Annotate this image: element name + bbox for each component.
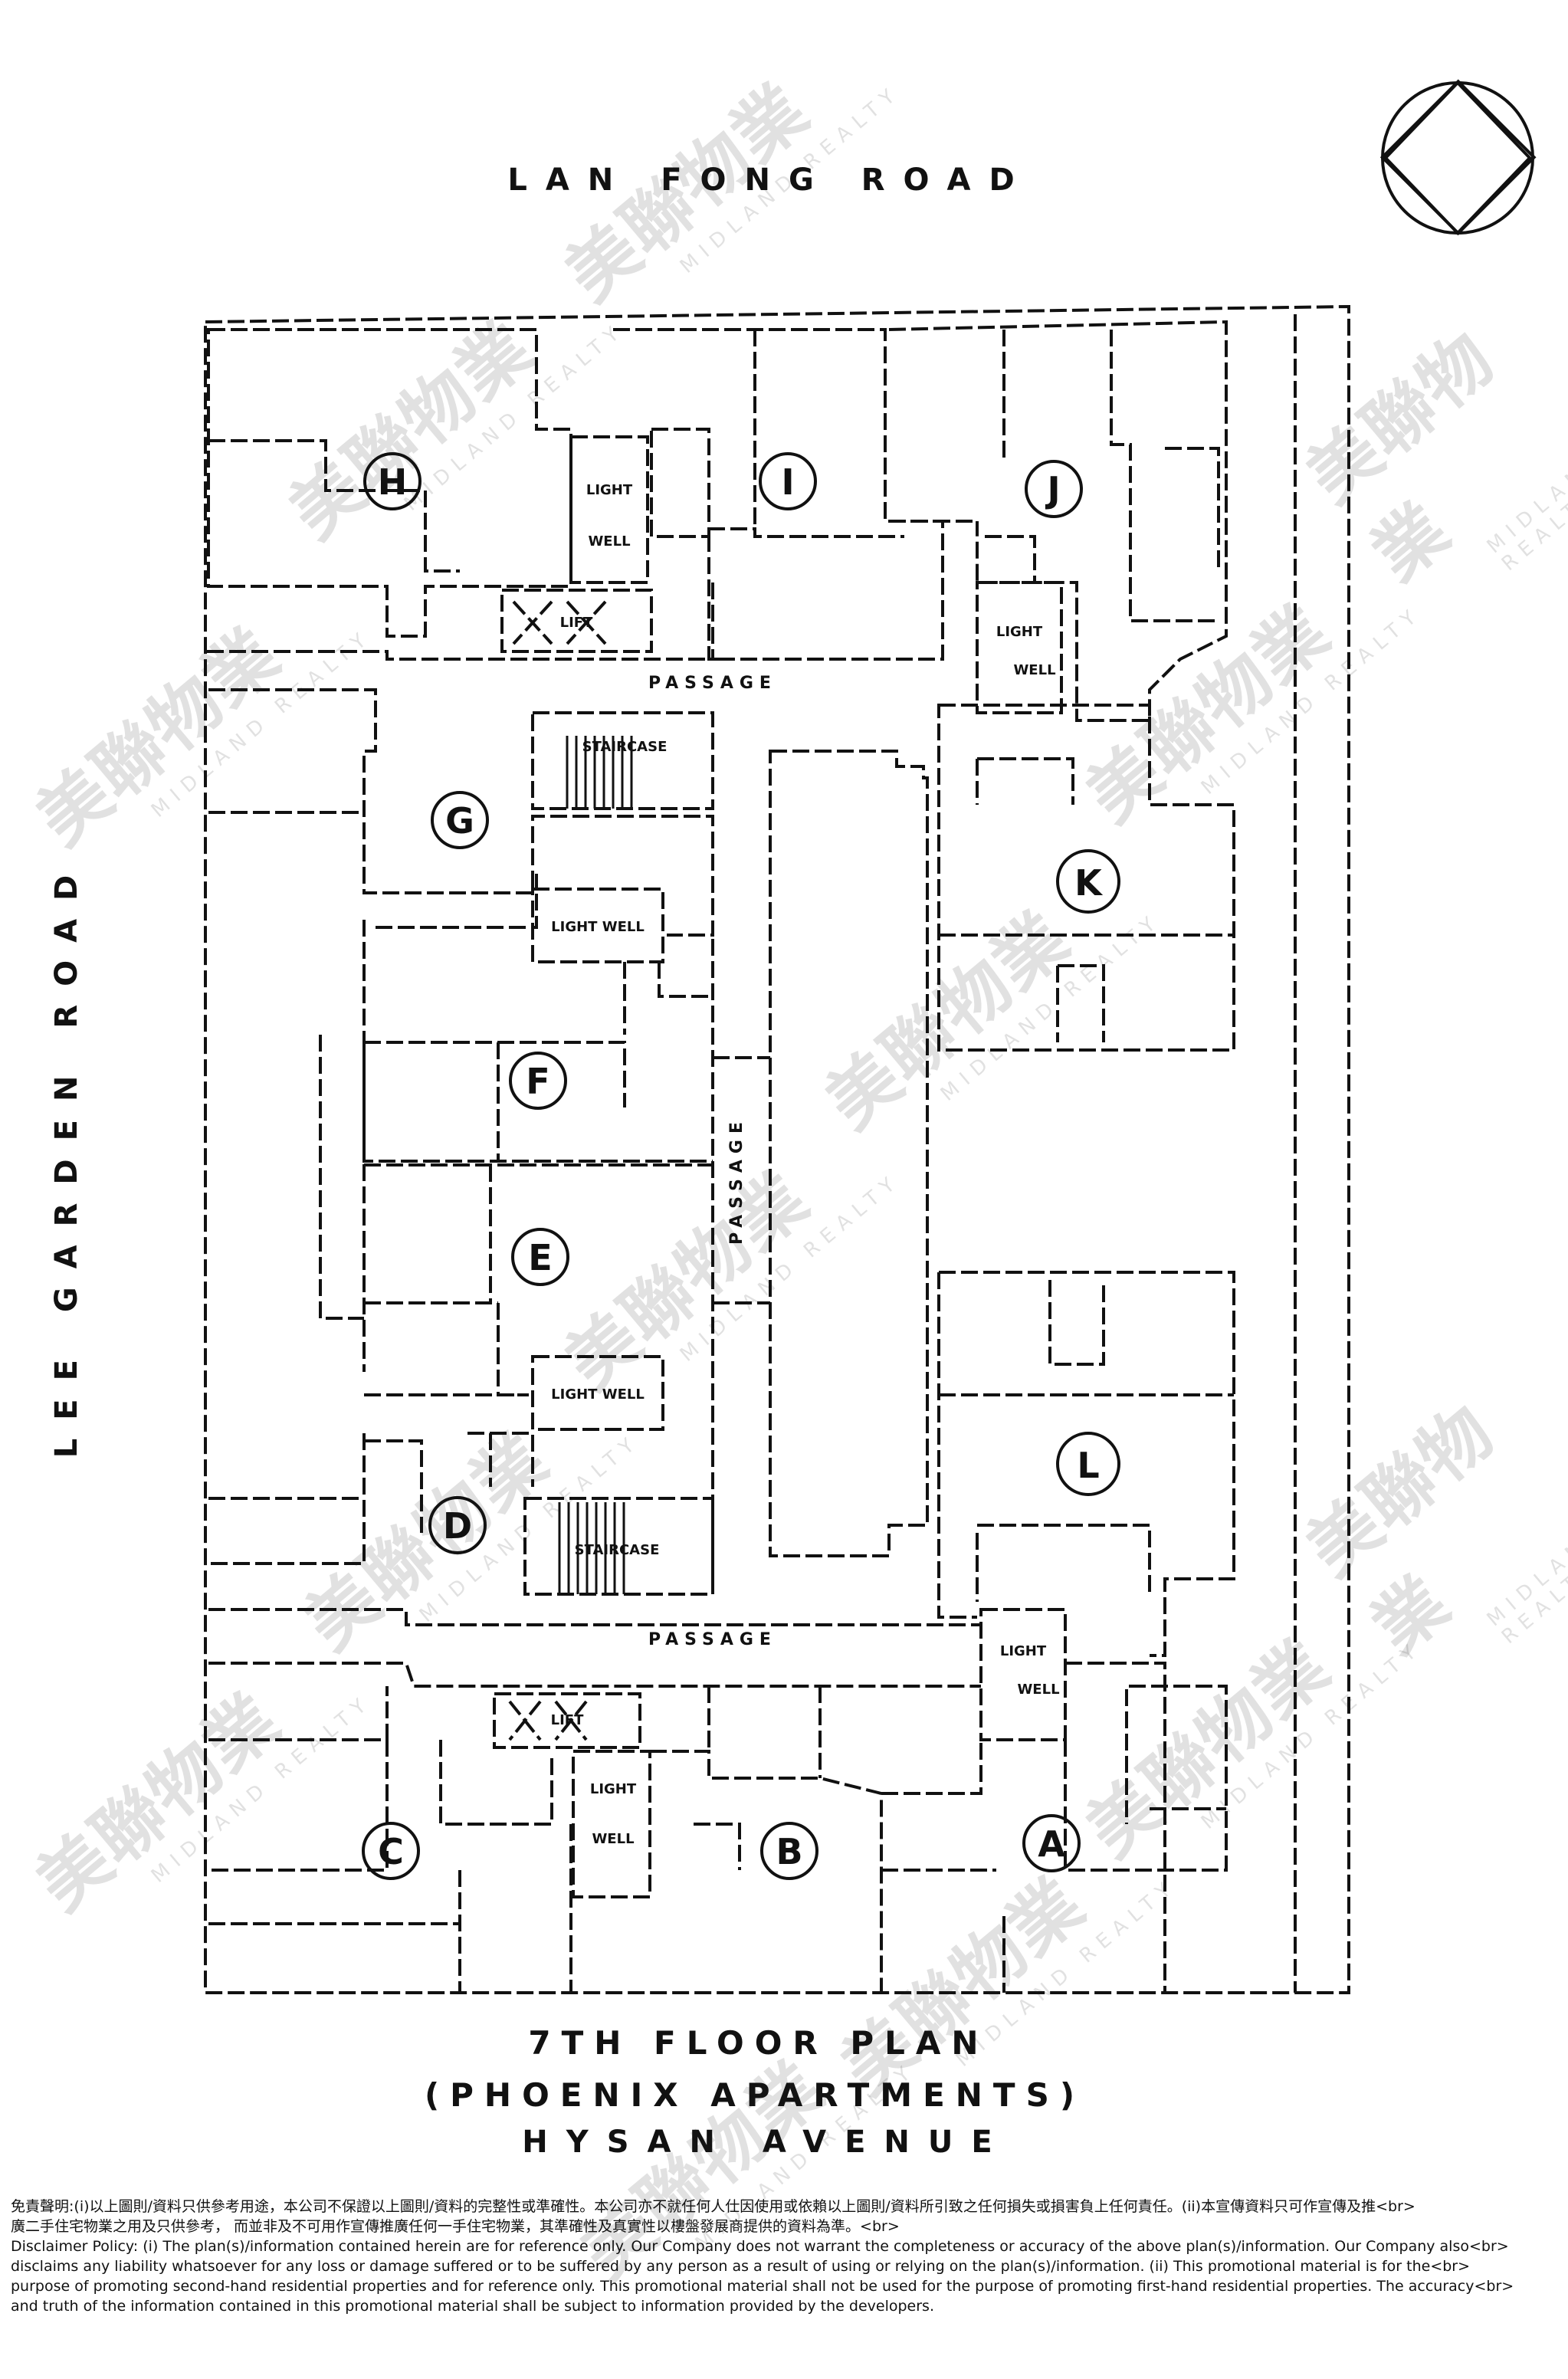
unit-marker-e (511, 1228, 569, 1286)
unit-marker-l (1056, 1432, 1120, 1496)
unit-label-a: A (1038, 1823, 1065, 1865)
light-label-south-1: LIGHT (590, 1781, 637, 1797)
disclaimer-line: Disclaimer Policy: (i) The plan(s)/infor… (11, 2238, 1509, 2255)
light-well-south-2 (979, 1608, 1067, 1741)
unit-label-e: E (528, 1237, 552, 1278)
unit-f-outline (362, 1042, 713, 1163)
compass-icon (1379, 79, 1537, 236)
title-line-1: 7TH FLOOR PLAN (528, 2024, 989, 2062)
disclaimer-line: 廣二手住宅物業之用及只供參考， 而並非及不可用作宣傳推廣任何一手住宅物業，其準確… (11, 2218, 900, 2235)
light-well-south-1 (572, 1750, 651, 1898)
title-line-2: (PHOENIX APARTMENTS) (425, 2076, 1085, 2114)
street-top: LAN FONG ROAD (507, 162, 1032, 198)
well-label-south-1: WELL (592, 1831, 634, 1847)
disclaimer-line: disclaims any liability whatsoever for a… (11, 2258, 1471, 2275)
disclaimer: 免責聲明:(i)以上圖則/資料只供參考用途，本公司不保證以上圖則/資料的完整性或… (11, 2197, 1559, 2316)
unit-label-k: K (1074, 862, 1104, 904)
unit-label-c: C (378, 1831, 404, 1872)
lift-label-south: LIFT (551, 1712, 584, 1728)
unit-marker-j (1025, 460, 1083, 518)
unit-label-g: G (445, 800, 474, 842)
unit-label-b: B (776, 1831, 802, 1872)
courtyard (769, 750, 929, 1557)
light-well-north-1 (569, 435, 649, 584)
unit-marker-g (431, 791, 489, 849)
light-well-upper (531, 888, 664, 963)
well-label-north-2: WELL (1013, 662, 1055, 678)
street-left: LEE GARDEN ROAD (49, 857, 84, 1458)
unit-marker-k (1056, 849, 1120, 914)
light-label-north-1: LIGHT (586, 482, 633, 498)
light-label-south-2: LIGHT (1000, 1643, 1047, 1659)
disclaimer-line: 免責聲明:(i)以上圖則/資料只供參考用途，本公司不保證以上圖則/資料的完整性或… (11, 2198, 1415, 2215)
unit-label-f: F (526, 1061, 549, 1102)
lift-south (493, 1692, 641, 1749)
unit-marker-c (362, 1822, 420, 1880)
unit-h-outline (207, 328, 572, 638)
lift-north (500, 589, 653, 653)
unit-marker-h (363, 452, 422, 510)
lift-label-north: LIFT (560, 615, 593, 631)
unit-label-d: D (443, 1505, 472, 1547)
unit-label-j: J (1045, 469, 1060, 510)
staircase-label-south: STAIRCASE (575, 1542, 660, 1558)
unit-marker-b (760, 1822, 818, 1880)
disclaimer-line: and truth of the information contained i… (11, 2298, 934, 2315)
light-well-lower (531, 1355, 664, 1431)
site-boundary (204, 304, 1350, 1994)
unit-label-i: I (781, 461, 794, 503)
unit-marker-a (1022, 1814, 1081, 1872)
staircase-south (523, 1497, 714, 1596)
disclaimer-line: purpose of promoting second-hand residen… (11, 2278, 1514, 2295)
unit-label-h: H (378, 461, 408, 503)
street-bottom: HYSAN AVENUE (522, 2125, 1010, 2160)
passage-label-north: PASSAGE (648, 674, 777, 693)
unit-label-l: L (1077, 1445, 1099, 1486)
passage-label-vertical: PASSAGE (727, 1116, 746, 1245)
passage-label-south: PASSAGE (648, 1630, 777, 1649)
unit-marker-f (509, 1052, 567, 1110)
unit-c-outline (208, 1686, 389, 1872)
unit-i-outline (613, 328, 944, 661)
staircase-label-north: STAIRCASE (582, 739, 668, 755)
light-well-north-2 (976, 581, 1063, 714)
unit-b-outline (650, 1750, 883, 1993)
light-well-label-upper: LIGHT WELL (551, 919, 645, 935)
unit-marker-d (428, 1496, 487, 1554)
light-label-north-2: LIGHT (996, 624, 1043, 640)
floor-plan: H I J G K F E L D C B A LIGHT WELL LIGHT… (49, 79, 1537, 2160)
light-well-label-lower: LIGHT WELL (551, 1386, 645, 1403)
unit-d-outline (208, 1433, 366, 1565)
well-label-south-2: WELL (1017, 1682, 1059, 1698)
well-label-north-1: WELL (588, 533, 630, 550)
unit-marker-i (759, 452, 817, 510)
unit-k-outline (937, 704, 1235, 1052)
unit-l-outline (939, 1271, 1235, 1657)
unit-a-outline (881, 1740, 982, 1795)
